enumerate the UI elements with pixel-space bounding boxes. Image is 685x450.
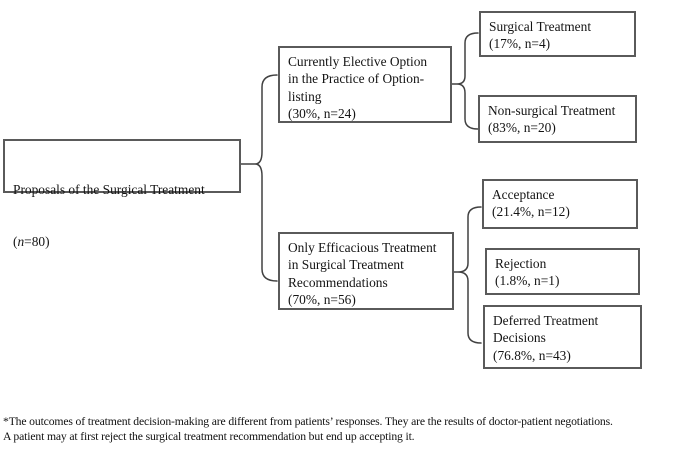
brace-efficacious-to-outcomes: [453, 206, 482, 344]
node-acceptance: Acceptance (21.4%, n=12): [482, 179, 638, 229]
node-efficacious-treatment: Only Efficacious Treatment in Surgical T…: [278, 232, 454, 310]
brace-elective-to-outcomes: [451, 32, 479, 130]
node-proposals-count: (n=80): [13, 234, 50, 250]
node-proposals-title: Proposals of the Surgical Treatment: [13, 181, 205, 197]
node-deferred-decisions: Deferred Treatment Decisions (76.8%, n=4…: [483, 305, 642, 369]
footnote: *The outcomes of treatment decision-maki…: [3, 415, 613, 445]
node-rejection: Rejection (1.8%, n=1): [485, 248, 640, 295]
node-surgical-treatment: Surgical Treatment (17%, n=4): [479, 11, 636, 57]
node-proposals: Proposals of the Surgical Treatment (n=8…: [3, 139, 241, 249]
node-elective-option: Currently Elective Option in the Practic…: [278, 46, 452, 123]
italic-n: n: [17, 234, 25, 250]
footnote-line-1: *The outcomes of treatment decision-maki…: [3, 415, 613, 428]
node-non-surgical-treatment: Non-surgical Treatment (83%, n=20): [478, 95, 637, 143]
brace-root-to-level1: [240, 74, 278, 282]
footnote-line-2: A patient may at first reject the surgic…: [3, 429, 415, 443]
